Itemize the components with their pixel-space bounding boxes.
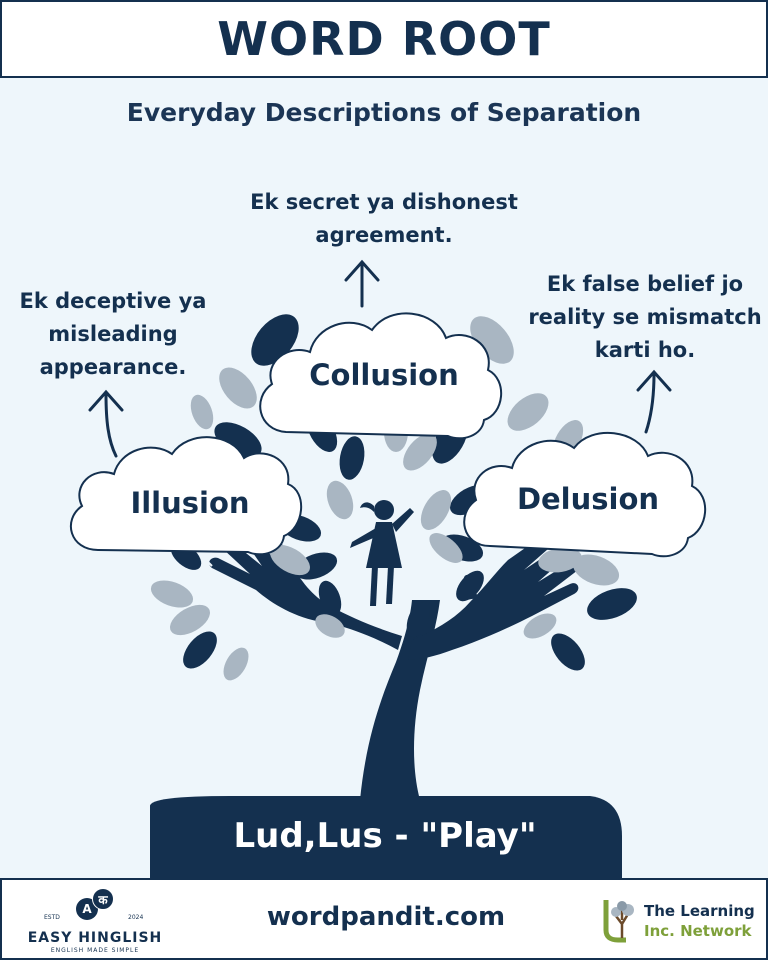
brand-line2: Inc. Network (644, 922, 752, 940)
cloud-collusion (259, 312, 503, 440)
footer-bar: ESTD 2024 A क EASY HINGLISH ENGLISH MADE… (0, 878, 768, 960)
leaf (523, 613, 557, 639)
page-title: WORD ROOT (217, 12, 551, 66)
leaf (551, 633, 585, 671)
leaf (538, 547, 582, 573)
leaf (339, 436, 365, 480)
illusion-meaning: Ek deceptive ya misleading appearance. (19, 289, 207, 379)
leaf (507, 393, 549, 431)
year-label: 2024 (128, 914, 144, 921)
root-label: Lud,Lus - "Play" (233, 816, 537, 856)
leaf (315, 614, 345, 638)
collusion-meaning: Ek secret ya dishonest agreement. (250, 190, 518, 247)
learning-inc-logo: The Learning Inc. Network (600, 894, 762, 950)
brand-name: EASY HINGLISH (27, 930, 163, 946)
leaf (420, 490, 452, 530)
leaf (572, 554, 620, 586)
leaf (219, 367, 257, 409)
leaf (587, 588, 637, 620)
leaf (318, 580, 342, 616)
leaf (429, 533, 463, 563)
leaf (223, 647, 249, 681)
brand-tagline: ENGLISH MADE SIMPLE (50, 947, 140, 954)
brand-line1: The Learning (644, 902, 755, 920)
cloud-illusion (69, 436, 303, 556)
child-figure-icon (350, 500, 414, 606)
delusion-meaning: Ek false belief jo reality se mismatch k… (528, 272, 762, 362)
estd-label: ESTD (44, 914, 60, 921)
leaf (456, 570, 484, 602)
header-bar: WORD ROOT (0, 0, 768, 78)
leaf (326, 480, 354, 520)
logo-k-icon: क (92, 888, 114, 910)
leaf (403, 433, 437, 471)
cloud-delusion (463, 431, 707, 558)
easy-hinglish-logo: ESTD 2024 A क EASY HINGLISH ENGLISH MADE… (20, 886, 170, 956)
subtitle: Everyday Descriptions of Separation (126, 98, 642, 127)
word-illusion: Illusion (130, 486, 250, 520)
word-collusion: Collusion (309, 358, 459, 392)
leaf (190, 394, 214, 430)
leaf (470, 316, 514, 364)
word-delusion: Delusion (516, 482, 660, 516)
site-link[interactable]: wordpandit.com (266, 902, 506, 932)
leaf (170, 604, 210, 636)
arrow-up-icon (88, 259, 672, 458)
tree-logo-icon (603, 900, 634, 943)
leaf (183, 631, 217, 669)
leaf (406, 602, 430, 638)
ground-mound (150, 796, 622, 878)
leaf (270, 544, 310, 576)
grey-leaves (150, 316, 620, 681)
leaf (150, 580, 194, 608)
